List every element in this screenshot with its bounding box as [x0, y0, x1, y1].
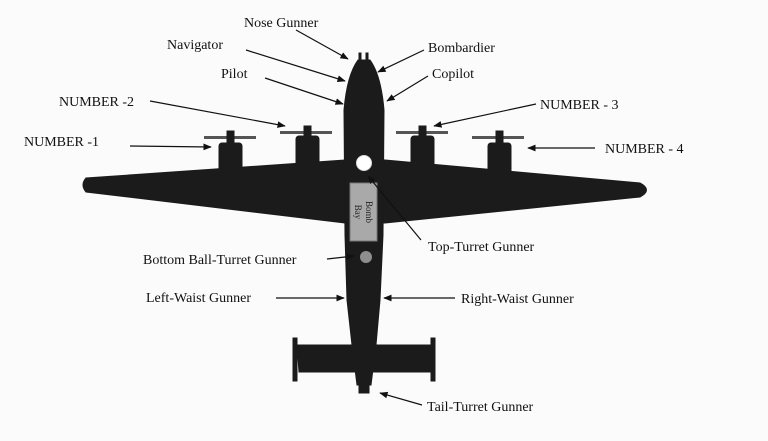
label-navigator: Navigator	[167, 38, 223, 53]
arrow-bombardier	[377, 49, 425, 73]
label-left-waist: Left-Waist Gunner	[146, 291, 251, 306]
label-bombardier: Bombardier	[428, 41, 495, 56]
ball-turret	[360, 251, 372, 263]
label-copilot: Copilot	[432, 67, 474, 82]
engine-nacelle-1	[218, 142, 243, 177]
propeller-1	[204, 130, 256, 146]
bomb-bay	[349, 182, 378, 242]
arrow-engine-1	[129, 143, 212, 151]
labels: Nose Gunner Navigator Bombardier Pilot C…	[24, 16, 684, 415]
label-right-waist: Right-Waist Gunner	[461, 292, 574, 307]
engine-nacelle-2	[295, 135, 320, 173]
horizontal-stabilizer	[296, 344, 433, 373]
arrow-top-turret	[367, 175, 422, 241]
label-nose-gunner: Nose Gunner	[244, 16, 319, 31]
label-pilot: Pilot	[221, 67, 248, 82]
arrow-tail-turret	[379, 391, 423, 406]
leader-lines	[129, 29, 595, 406]
bomb-bay-label-2: Bay	[353, 205, 363, 220]
arrow-nose-gunner	[295, 29, 349, 60]
label-top-turret: Top-Turret Gunner	[428, 240, 535, 255]
propeller-4	[472, 130, 524, 146]
left-fin	[292, 337, 298, 382]
propeller-2	[280, 125, 332, 141]
bomb-bay-label-1: Bomb	[364, 201, 374, 224]
arrow-copilot	[386, 75, 429, 102]
engine-nacelle-3	[410, 135, 435, 173]
label-engine-4: NUMBER - 4	[605, 142, 684, 157]
label-engine-1: NUMBER -1	[24, 135, 99, 150]
arrow-ball-turret	[326, 253, 355, 261]
engine-nacelle-4	[487, 142, 512, 177]
right-fin	[430, 337, 436, 382]
label-engine-2: NUMBER -2	[59, 95, 134, 110]
top-turret	[356, 155, 372, 171]
label-tail-turret: Tail-Turret Gunner	[427, 400, 534, 415]
arrow-engine-2	[149, 100, 286, 128]
arrow-engine-3	[433, 103, 537, 128]
label-ball-turret: Bottom Ball-Turret Gunner	[143, 253, 297, 268]
arrow-navigator	[245, 49, 346, 82]
arrow-pilot	[264, 77, 344, 105]
propeller-3	[396, 125, 448, 141]
label-engine-3: NUMBER - 3	[540, 98, 619, 113]
